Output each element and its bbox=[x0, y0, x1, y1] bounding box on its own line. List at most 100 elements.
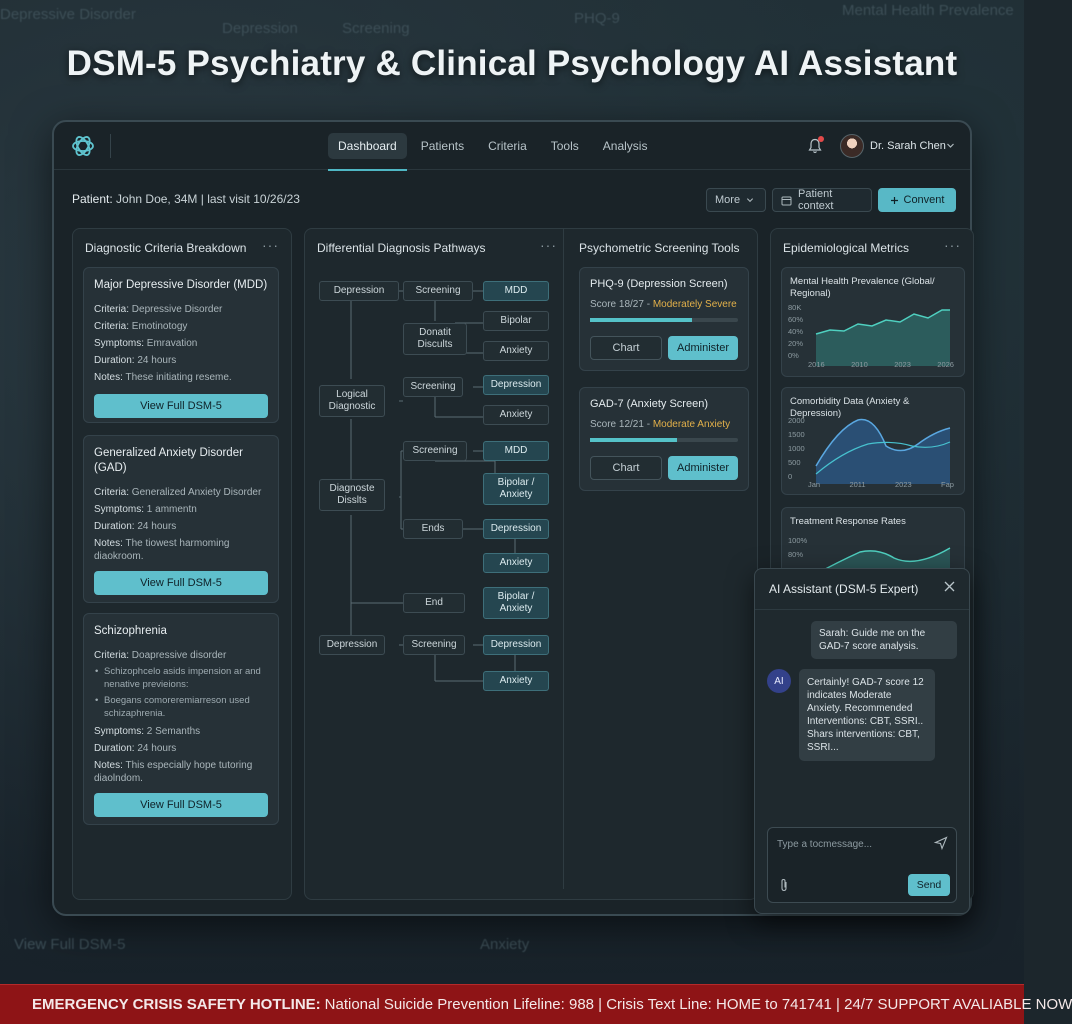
convert-button[interactable]: Convent bbox=[878, 188, 956, 212]
administer-button[interactable]: Administer bbox=[668, 456, 738, 480]
view-dsm5-button[interactable]: View Full DSM-5 bbox=[94, 571, 268, 595]
tool-score: Score 18/27 - Moderately Severe bbox=[590, 299, 737, 310]
convert-label: Convent bbox=[903, 194, 945, 206]
pathway-node[interactable]: Logical Diagnostic bbox=[319, 385, 385, 417]
pathway-node[interactable]: Donatit Discults bbox=[403, 323, 467, 355]
gad7-card: GAD-7 (Anxiety Screen) Score 12/21 - Mod… bbox=[579, 387, 749, 491]
patient-label: Patient: bbox=[72, 192, 113, 206]
pathway-node[interactable]: Screening bbox=[403, 635, 465, 655]
divider bbox=[110, 134, 111, 158]
comorbidity-chart: Comorbidity Data (Anxiety & Depression) … bbox=[781, 387, 965, 495]
criteria-bullet: Schizophcelo asids impension ar and nena… bbox=[94, 665, 268, 691]
pathway-node[interactable]: Depression bbox=[483, 519, 549, 539]
nav-tools[interactable]: Tools bbox=[550, 139, 579, 153]
pathway-node[interactable]: Depression bbox=[483, 375, 549, 395]
prevalence-chart: Mental Health Prevalence (Global/ Region… bbox=[781, 267, 965, 377]
background-text: View Full DSM-5 bbox=[14, 936, 126, 953]
ai-chat-panel: AI Assistant (DSM-5 Expert) Sarah: Guide… bbox=[754, 568, 970, 914]
chart-button[interactable]: Chart bbox=[590, 456, 662, 480]
pathway-node[interactable]: Depression bbox=[319, 281, 399, 301]
more-options-icon[interactable]: ··· bbox=[262, 237, 279, 253]
message-input[interactable] bbox=[777, 836, 927, 852]
administer-button[interactable]: Administer bbox=[668, 336, 738, 360]
background-text: Anxiety bbox=[480, 936, 530, 953]
view-dsm5-button[interactable]: View Full DSM-5 bbox=[94, 394, 268, 418]
notes-line: Notes: This especially hope tutoring dia… bbox=[94, 760, 253, 784]
card-title: Schizophrenia bbox=[94, 625, 167, 637]
pathway-node[interactable]: Anxiety bbox=[483, 671, 549, 691]
tool-score: Score 12/21 - Moderate Anxiety bbox=[590, 419, 731, 430]
criteria-line: Criteria: Doapressive disorder bbox=[94, 650, 227, 661]
nav-analysis[interactable]: Analysis bbox=[602, 139, 648, 153]
score-fill bbox=[590, 318, 693, 322]
chevron-down-icon[interactable] bbox=[946, 141, 955, 150]
patient-context-button[interactable]: Patient context bbox=[772, 188, 872, 212]
symptoms-line: Symptoms: 2 Semanths bbox=[94, 726, 201, 737]
pathway-node[interactable]: Screening bbox=[403, 281, 473, 301]
criteria-card-mdd: Major Depressive Disorder (MDD) Criteria… bbox=[83, 267, 279, 423]
pathway-node[interactable]: MDD bbox=[483, 441, 549, 461]
chart-title: Mental Health Prevalence (Global/ Region… bbox=[790, 276, 935, 299]
pathway-node[interactable]: Bipolar / Anxiety bbox=[483, 473, 549, 505]
symptoms-line: Symptoms: 1 ammentn bbox=[94, 504, 197, 515]
pathway-connectors bbox=[350, 290, 516, 682]
user-message: Sarah: Guide me on the GAD-7 score analy… bbox=[811, 621, 957, 659]
pathway-node[interactable]: Bipolar / Anxiety bbox=[483, 587, 549, 619]
phq9-card: PHQ-9 (Depression Screen) Score 18/27 - … bbox=[579, 267, 749, 371]
symptoms-line: Symptoms: Emravation bbox=[94, 338, 198, 349]
crisis-hotline-banner: EMERGENCY CRISIS SAFETY HOTLINE: Nationa… bbox=[0, 984, 1072, 1024]
duration-line: Duration: 24 hours bbox=[94, 521, 177, 532]
main-nav: Dashboard Patients Criteria Tools Analys… bbox=[328, 122, 657, 171]
calendar-icon bbox=[781, 196, 792, 205]
background-text: Mental Health Prevalence bbox=[842, 2, 1014, 19]
criteria-line: Criteria: Generalized Anxiety Disorder bbox=[94, 487, 262, 498]
notes-line: Notes: These initiating reseme. bbox=[94, 372, 232, 383]
pathway-node[interactable]: MDD bbox=[483, 281, 549, 301]
more-button[interactable]: More bbox=[706, 188, 766, 212]
pathway-node[interactable]: Anxiety bbox=[483, 405, 549, 425]
more-options-icon[interactable]: ··· bbox=[944, 237, 961, 253]
duration-line: Duration: 24 hours bbox=[94, 355, 177, 366]
close-icon[interactable] bbox=[944, 581, 955, 592]
chart-button[interactable]: Chart bbox=[590, 336, 662, 360]
pathway-node[interactable]: Screening bbox=[403, 441, 467, 461]
pathway-node[interactable]: End bbox=[403, 593, 465, 613]
notes-line: Notes: The tiowest harmoming diaokroom. bbox=[94, 538, 230, 562]
patient-summary: Patient: John Doe, 34M | last visit 10/2… bbox=[72, 192, 300, 206]
send-button[interactable]: Send bbox=[908, 874, 950, 896]
tool-name: PHQ-9 (Depression Screen) bbox=[590, 278, 728, 290]
pathway-node[interactable]: Diagnoste Disslts bbox=[319, 479, 385, 511]
ai-message: Certainly! GAD-7 score 12 indicates Mode… bbox=[799, 669, 935, 761]
chart-title: Treatment Response Rates bbox=[790, 516, 906, 527]
nav-dashboard[interactable]: Dashboard bbox=[328, 133, 407, 171]
view-dsm5-button[interactable]: View Full DSM-5 bbox=[94, 793, 268, 817]
panel-title: Psychometric Screening Tools bbox=[579, 241, 740, 255]
pathway-node[interactable]: Anxiety bbox=[483, 553, 549, 573]
background-text: Depression bbox=[222, 20, 298, 37]
nav-patients[interactable]: Patients bbox=[420, 139, 465, 153]
top-bar: Dashboard Patients Criteria Tools Analys… bbox=[54, 122, 970, 171]
chat-composer: Send bbox=[767, 827, 957, 903]
pathway-node[interactable]: Bipolar bbox=[483, 311, 549, 331]
user-name[interactable]: Dr. Sarah Chen bbox=[870, 140, 946, 152]
avatar[interactable] bbox=[840, 134, 864, 158]
chat-title: AI Assistant (DSM-5 Expert) bbox=[769, 582, 919, 596]
nav-criteria[interactable]: Criteria bbox=[488, 139, 527, 153]
bell-icon[interactable] bbox=[808, 138, 822, 154]
pathway-node[interactable]: Ends bbox=[403, 519, 463, 539]
app-logo-icon[interactable] bbox=[70, 133, 96, 159]
pathway-node[interactable]: Anxiety bbox=[483, 341, 549, 361]
hotline-text[interactable]: National Suicide Prevention Lifeline: 98… bbox=[324, 996, 1072, 1013]
context-label: Patient context bbox=[798, 188, 834, 212]
send-icon[interactable] bbox=[933, 836, 948, 851]
paperclip-icon[interactable] bbox=[778, 878, 790, 892]
card-title: Major Depressive Disorder (MDD) bbox=[94, 279, 268, 291]
pathway-node[interactable]: Depression bbox=[483, 635, 549, 655]
pathway-node[interactable]: Depression bbox=[319, 635, 385, 655]
more-options-icon[interactable]: ··· bbox=[540, 237, 557, 253]
app-window: Dashboard Patients Criteria Tools Analys… bbox=[52, 120, 974, 916]
pathway-node[interactable]: Screening bbox=[403, 377, 463, 397]
